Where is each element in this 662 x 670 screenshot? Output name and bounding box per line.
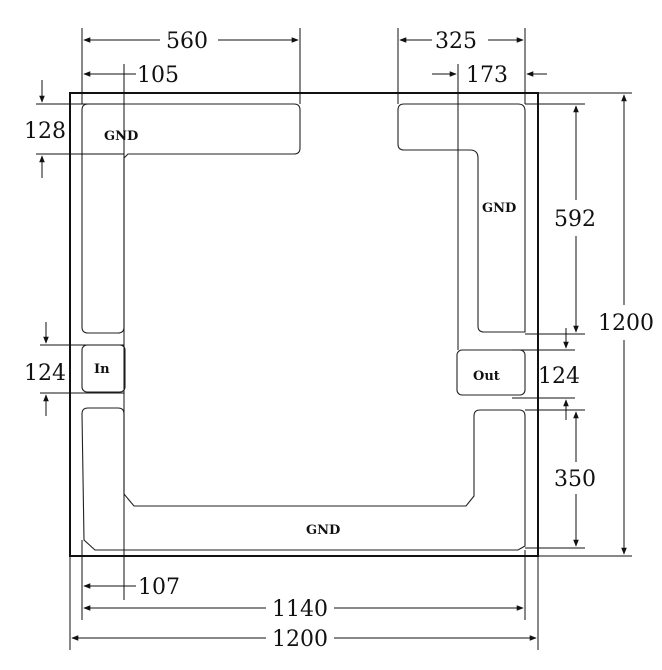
board-outline xyxy=(69,92,539,557)
gnd-pad-top-left xyxy=(81,103,301,334)
dim-124-right-label: 124 xyxy=(538,364,580,389)
dim-124-left-label: 124 xyxy=(24,361,66,386)
dim-105-label: 105 xyxy=(137,63,179,88)
out-pad xyxy=(456,349,526,396)
dim-350-label: 350 xyxy=(554,467,596,492)
gnd-pad-bottom xyxy=(81,407,526,551)
gnd-label-right: GND xyxy=(482,201,516,216)
dim-107-label: 107 xyxy=(138,575,180,600)
dim-173-label: 173 xyxy=(466,63,508,88)
dim-560-label: 560 xyxy=(166,29,208,54)
gnd-pad-right xyxy=(397,103,526,333)
dim-128-label: 128 xyxy=(24,119,66,144)
dim-1200-bottom-label: 1200 xyxy=(272,627,328,652)
gnd-label-bottom: GND xyxy=(306,523,340,538)
out-label: Out xyxy=(473,369,500,384)
dim-592-label: 592 xyxy=(554,207,596,232)
dim-1140-label: 1140 xyxy=(272,597,328,622)
in-label: In xyxy=(94,362,110,377)
gnd-label-top-left: GND xyxy=(104,129,138,144)
dim-325-label: 325 xyxy=(435,29,477,54)
dim-1200-right-label: 1200 xyxy=(598,311,654,336)
